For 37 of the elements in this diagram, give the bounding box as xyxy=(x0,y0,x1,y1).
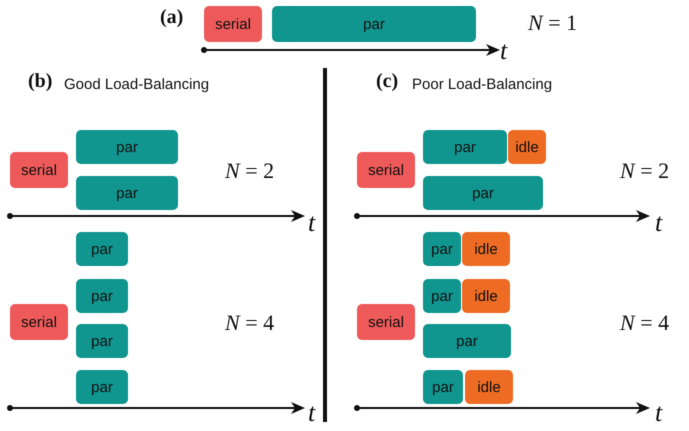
thread-count: N = 1 xyxy=(528,10,578,36)
parallel-block: par xyxy=(272,6,476,42)
idle-block: idle xyxy=(462,232,510,266)
serial-block: serial xyxy=(357,304,415,340)
parallel-block: par xyxy=(423,324,511,358)
parallel-block: par xyxy=(423,279,461,313)
panel-title: Poor Load-Balancing xyxy=(412,76,552,93)
thread-count: N = 2 xyxy=(620,158,670,184)
serial-block: serial xyxy=(204,6,262,42)
panel-label: (a) xyxy=(160,6,184,29)
axis-label: t xyxy=(655,208,662,238)
parallel-block: par xyxy=(76,324,128,358)
thread-count: N = 4 xyxy=(620,310,670,336)
parallel-block: par xyxy=(423,232,461,266)
parallel-block: par xyxy=(76,232,128,266)
serial-block: serial xyxy=(10,152,68,188)
panel-label: (c) xyxy=(376,70,398,93)
thread-count: N = 2 xyxy=(225,158,274,184)
serial-block: serial xyxy=(357,152,415,188)
parallel-block: par xyxy=(423,370,463,404)
panel-title: Good Load-Balancing xyxy=(64,76,210,93)
axis-label: t xyxy=(500,36,508,66)
parallel-block: par xyxy=(423,130,507,164)
idle-block: idle xyxy=(465,370,513,404)
idle-block: idle xyxy=(462,279,510,313)
serial-block: serial xyxy=(10,304,68,340)
idle-block: idle xyxy=(508,130,546,164)
parallel-block: par xyxy=(76,279,128,313)
parallel-block: par xyxy=(423,176,543,210)
axis-label: t xyxy=(655,398,662,428)
parallel-block: par xyxy=(76,176,178,210)
thread-count: N = 4 xyxy=(225,310,274,336)
panel-label: (b) xyxy=(28,70,52,93)
parallel-block: par xyxy=(76,130,178,164)
axis-label: t xyxy=(308,398,316,428)
axis-label: t xyxy=(308,208,316,238)
parallel-block: par xyxy=(76,370,128,404)
